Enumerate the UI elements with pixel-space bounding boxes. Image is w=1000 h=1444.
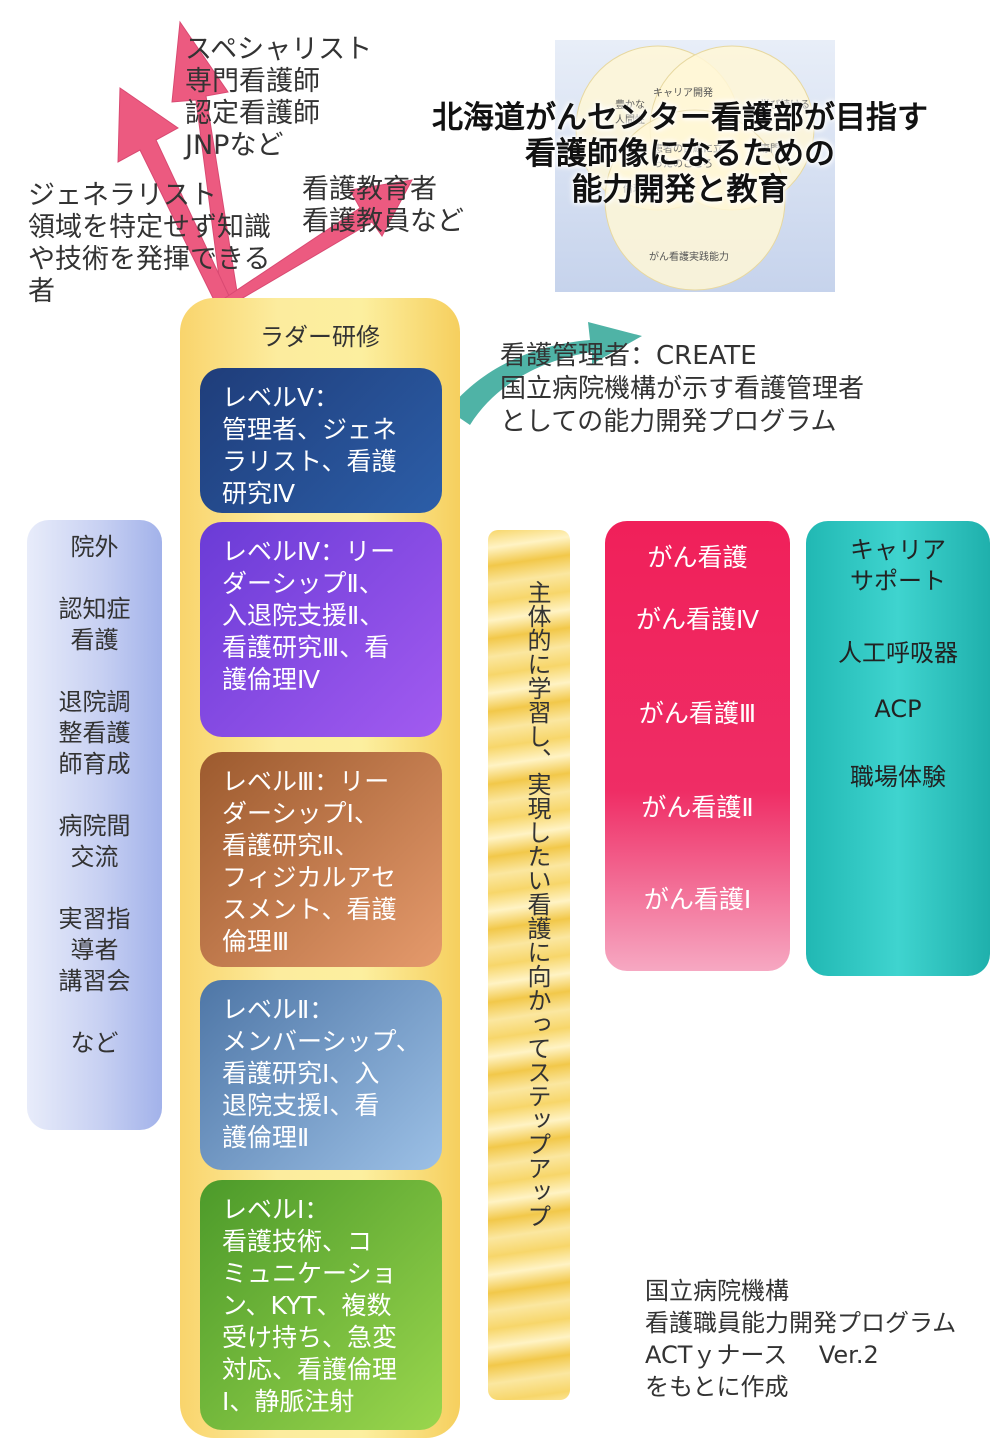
level-3-box: レベルⅢ：リー ダーシップⅠ、 看護研究Ⅱ、 フィジカルアセ スメント、看護 倫…	[200, 752, 442, 967]
step-up-spiral	[488, 530, 570, 1400]
educator-label: 看護教育者 看護教員など	[302, 174, 464, 237]
cancer-nursing-title: がん看護	[647, 543, 748, 572]
venn-label-expertise: 専門性	[760, 144, 790, 155]
career-support-box	[806, 521, 990, 976]
level-2-box: レベルⅡ： メンバーシップ、 看護研究Ⅰ、入 退院支援Ⅰ、看 護倫理Ⅱ	[200, 980, 442, 1170]
career-arrows	[117, 20, 642, 425]
level-1-box: レベルⅠ： 看護技術、コ ミュニケーショ ン、KYT、複数 受け持ち、急変 対応…	[200, 1180, 442, 1430]
career-support-item: 人工呼吸器	[838, 639, 958, 667]
venn-label-learning: 学び続ける	[760, 100, 810, 111]
venn-label-practice: がん看護実践能力	[649, 252, 729, 263]
specialist-label: スペシャリスト 専門看護師 認定看護師 JNPなど	[185, 34, 373, 161]
cancer-nursing-item: がん看護Ⅱ	[641, 793, 754, 822]
specialist-arrow	[171, 20, 239, 301]
outside-training-box	[27, 520, 162, 1130]
ladder-title: ラダー研修	[260, 323, 380, 351]
manager-arrow	[448, 322, 642, 425]
venn-label-patient: 患者の目線に立 ったのこころ	[653, 144, 723, 170]
cancer-nursing-item: がん看護Ⅰ	[643, 885, 752, 914]
career-support-title: キャリア サポート	[850, 536, 946, 595]
level-4-box: レベルⅣ：リー ダーシップⅡ、 入退院支援Ⅱ、 看護研究Ⅲ、看 護倫理Ⅳ	[200, 522, 442, 737]
venn-label-career: キャリア開発	[653, 88, 713, 99]
venn-label-ethics: 倫理	[623, 184, 643, 195]
page-title: 北海道がんセンター看護部が目指す 看護師像になるための 能力開発と教育	[432, 100, 928, 208]
career-support-item: ACP	[874, 695, 922, 723]
level-5-box: レベルⅤ： 管理者、ジェネ ラリスト、看護 研究Ⅳ	[200, 368, 442, 513]
source-credit: 国立病院機構 看護職員能力開発プログラム ACTｙナース Ver.2 をもとに作…	[645, 1277, 957, 1401]
venn-label-humanity: 豊かな 人間性	[615, 100, 645, 126]
venn-diagram	[575, 45, 815, 291]
career-support-item: 職場体験	[850, 763, 946, 791]
generalist-label: ジェネラリスト 領域を特定せず知識 や技術を発揮できる 者	[28, 180, 271, 307]
manager-label: 看護管理者：CREATE 国立病院機構が示す看護管理者 としての能力開発プログラ…	[500, 341, 865, 437]
cancer-nursing-item: がん看護Ⅳ	[635, 605, 760, 634]
cancer-nursing-item: がん看護Ⅲ	[638, 699, 757, 728]
educator-arrow	[220, 179, 413, 303]
generalist-arrow	[117, 87, 231, 301]
outside-training-text: 院外 認知症 看護 退院調 整看護 師育成 病院間 交流 実習指 導者 講習会 …	[58, 533, 131, 1057]
venn-panel: キャリア開発 豊かな 人間性 学び続ける 患者の目線に立 ったのこころ 専門性 …	[555, 40, 835, 292]
step-up-text: 主体的に学習し、実現したい看護に向かってステップアップ	[523, 580, 551, 1228]
cancer-nursing-box	[605, 521, 790, 971]
